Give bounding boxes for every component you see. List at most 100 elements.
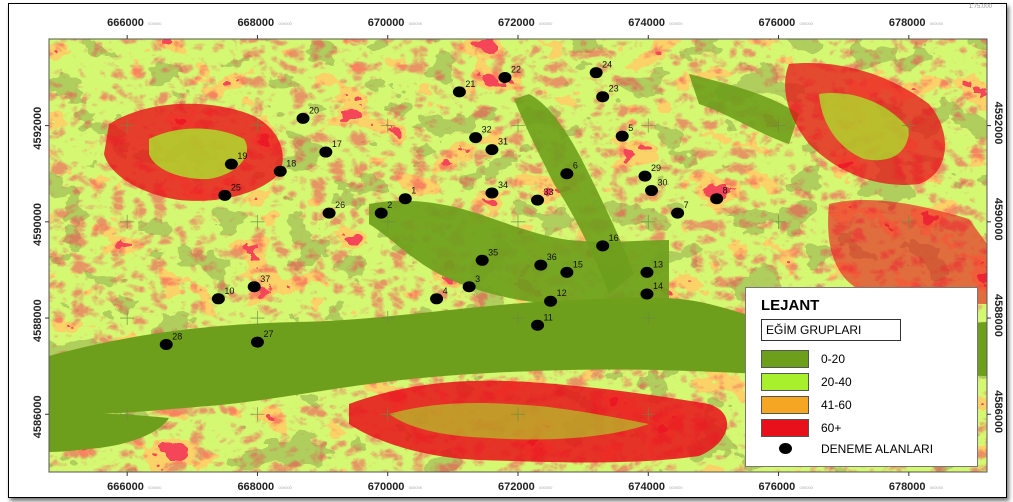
trial-area-point[interactable] (485, 144, 499, 156)
grid-cross (641, 407, 656, 422)
x-tick-label: 666000 (107, 481, 144, 493)
trial-area-label: 8 (723, 186, 728, 196)
x-tick-label: 678000 (889, 17, 926, 29)
trial-area-label: 7 (684, 200, 689, 210)
legend-item: 0-20 (761, 350, 976, 368)
trial-area-point[interactable] (596, 240, 610, 252)
legend-swatch (761, 350, 809, 368)
x-tick-sublabel: 000000 (669, 485, 683, 490)
x-tick-label: 672000 (498, 481, 535, 493)
x-tick-sublabel: 000000 (148, 21, 162, 26)
trial-area-point[interactable] (596, 91, 610, 103)
grid-cross (380, 214, 395, 229)
x-tick-label: 672000 (498, 17, 535, 29)
trial-area-point[interactable] (615, 130, 629, 142)
trial-area-point[interactable] (273, 165, 287, 177)
y-tick-label: 4586000 (992, 390, 1004, 433)
legend-swatch (761, 373, 809, 391)
trial-area-point[interactable] (710, 193, 724, 205)
y-tick-label: 4590000 (32, 203, 44, 246)
trial-area-point[interactable] (485, 187, 499, 199)
trial-area-label: 13 (653, 259, 663, 269)
trial-area-point[interactable] (159, 339, 173, 351)
trial-area-point[interactable] (296, 112, 310, 124)
trial-area-point[interactable] (544, 295, 558, 307)
scale-text: 1:75.000 (968, 4, 992, 10)
grid-cross (380, 311, 395, 326)
grid-cross (511, 311, 525, 326)
trial-area-point[interactable] (247, 281, 261, 293)
trial-area-point[interactable] (531, 319, 545, 331)
grid-cross (511, 407, 525, 422)
trial-area-label: 37 (260, 274, 270, 284)
grid-cross (250, 311, 265, 326)
x-tick-sublabel: 000000 (539, 21, 553, 26)
trial-area-label: 3 (475, 274, 480, 284)
trial-area-point[interactable] (645, 185, 659, 197)
trial-area-point[interactable] (452, 86, 466, 98)
trial-area-label: 33 (544, 187, 554, 197)
x-tick-label: 676000 (759, 17, 796, 29)
trial-area-label: 24 (602, 60, 612, 70)
valley-lower (49, 413, 169, 452)
x-tick-sublabel: 000000 (278, 485, 292, 490)
trial-area-point[interactable] (560, 168, 574, 180)
trial-area-point[interactable] (462, 281, 476, 293)
trial-area-label: 19 (237, 151, 247, 161)
y-tick-label: 4590000 (992, 198, 1004, 241)
grid-cross (120, 214, 135, 229)
legend-swatch (761, 419, 809, 437)
legend-item: 60+ (761, 419, 976, 437)
trial-area-point[interactable] (398, 193, 412, 205)
trial-area-label: 10 (224, 286, 234, 296)
trial-area-point[interactable] (671, 207, 685, 219)
trial-area-label: 15 (573, 259, 583, 269)
x-tick-label: 670000 (368, 481, 405, 493)
trial-area-label: 32 (482, 125, 492, 135)
trial-area-point[interactable] (475, 254, 489, 266)
trial-area-label: 28 (172, 332, 182, 342)
trial-area-point[interactable] (319, 146, 333, 158)
trial-area-point[interactable] (534, 259, 548, 271)
legend-label: 20-40 (821, 375, 852, 389)
trial-area-point[interactable] (469, 132, 483, 144)
trial-area-point[interactable] (589, 67, 603, 79)
ne-ridge-inner (819, 93, 909, 161)
trial-area-label: 4 (443, 286, 448, 296)
trial-area-point[interactable] (560, 266, 574, 278)
trial-area-label: 5 (628, 123, 633, 133)
x-tick-label: 666000 (107, 17, 144, 29)
x-tick-label: 676000 (759, 481, 796, 493)
trial-area-point[interactable] (218, 189, 232, 201)
legend-item: 20-40 (761, 373, 976, 391)
x-tick-sublabel: 000000 (409, 21, 423, 26)
trial-area-point[interactable] (498, 71, 512, 83)
trial-area-label: 27 (263, 329, 273, 339)
trial-area-label: 22 (511, 64, 521, 74)
x-tick-label: 678000 (889, 481, 926, 493)
trial-area-point[interactable] (640, 288, 654, 300)
trial-area-point[interactable] (322, 207, 336, 219)
trial-area-point[interactable] (430, 293, 444, 305)
grid-cross (641, 214, 656, 229)
trial-area-point[interactable] (531, 194, 545, 206)
grid-cross (771, 214, 786, 229)
x-tick-label: 668000 (237, 17, 274, 29)
legend-label: 41-60 (821, 398, 852, 412)
trial-area-label: 21 (465, 79, 475, 89)
y-tick-label: 4588000 (992, 294, 1004, 337)
grid-cross (771, 118, 786, 133)
grid-cross (250, 407, 265, 422)
trial-area-point[interactable] (640, 266, 654, 278)
grid-cross (250, 214, 265, 229)
trial-area-point[interactable] (224, 158, 238, 170)
trial-area-point[interactable] (250, 336, 264, 348)
trial-area-point[interactable] (638, 170, 652, 182)
y-tick-label: 4588000 (32, 299, 44, 342)
legend-label: 60+ (821, 421, 842, 435)
nw-ridge-inner (149, 128, 248, 180)
trial-area-point[interactable] (211, 293, 225, 305)
trial-area-point[interactable] (374, 207, 388, 219)
